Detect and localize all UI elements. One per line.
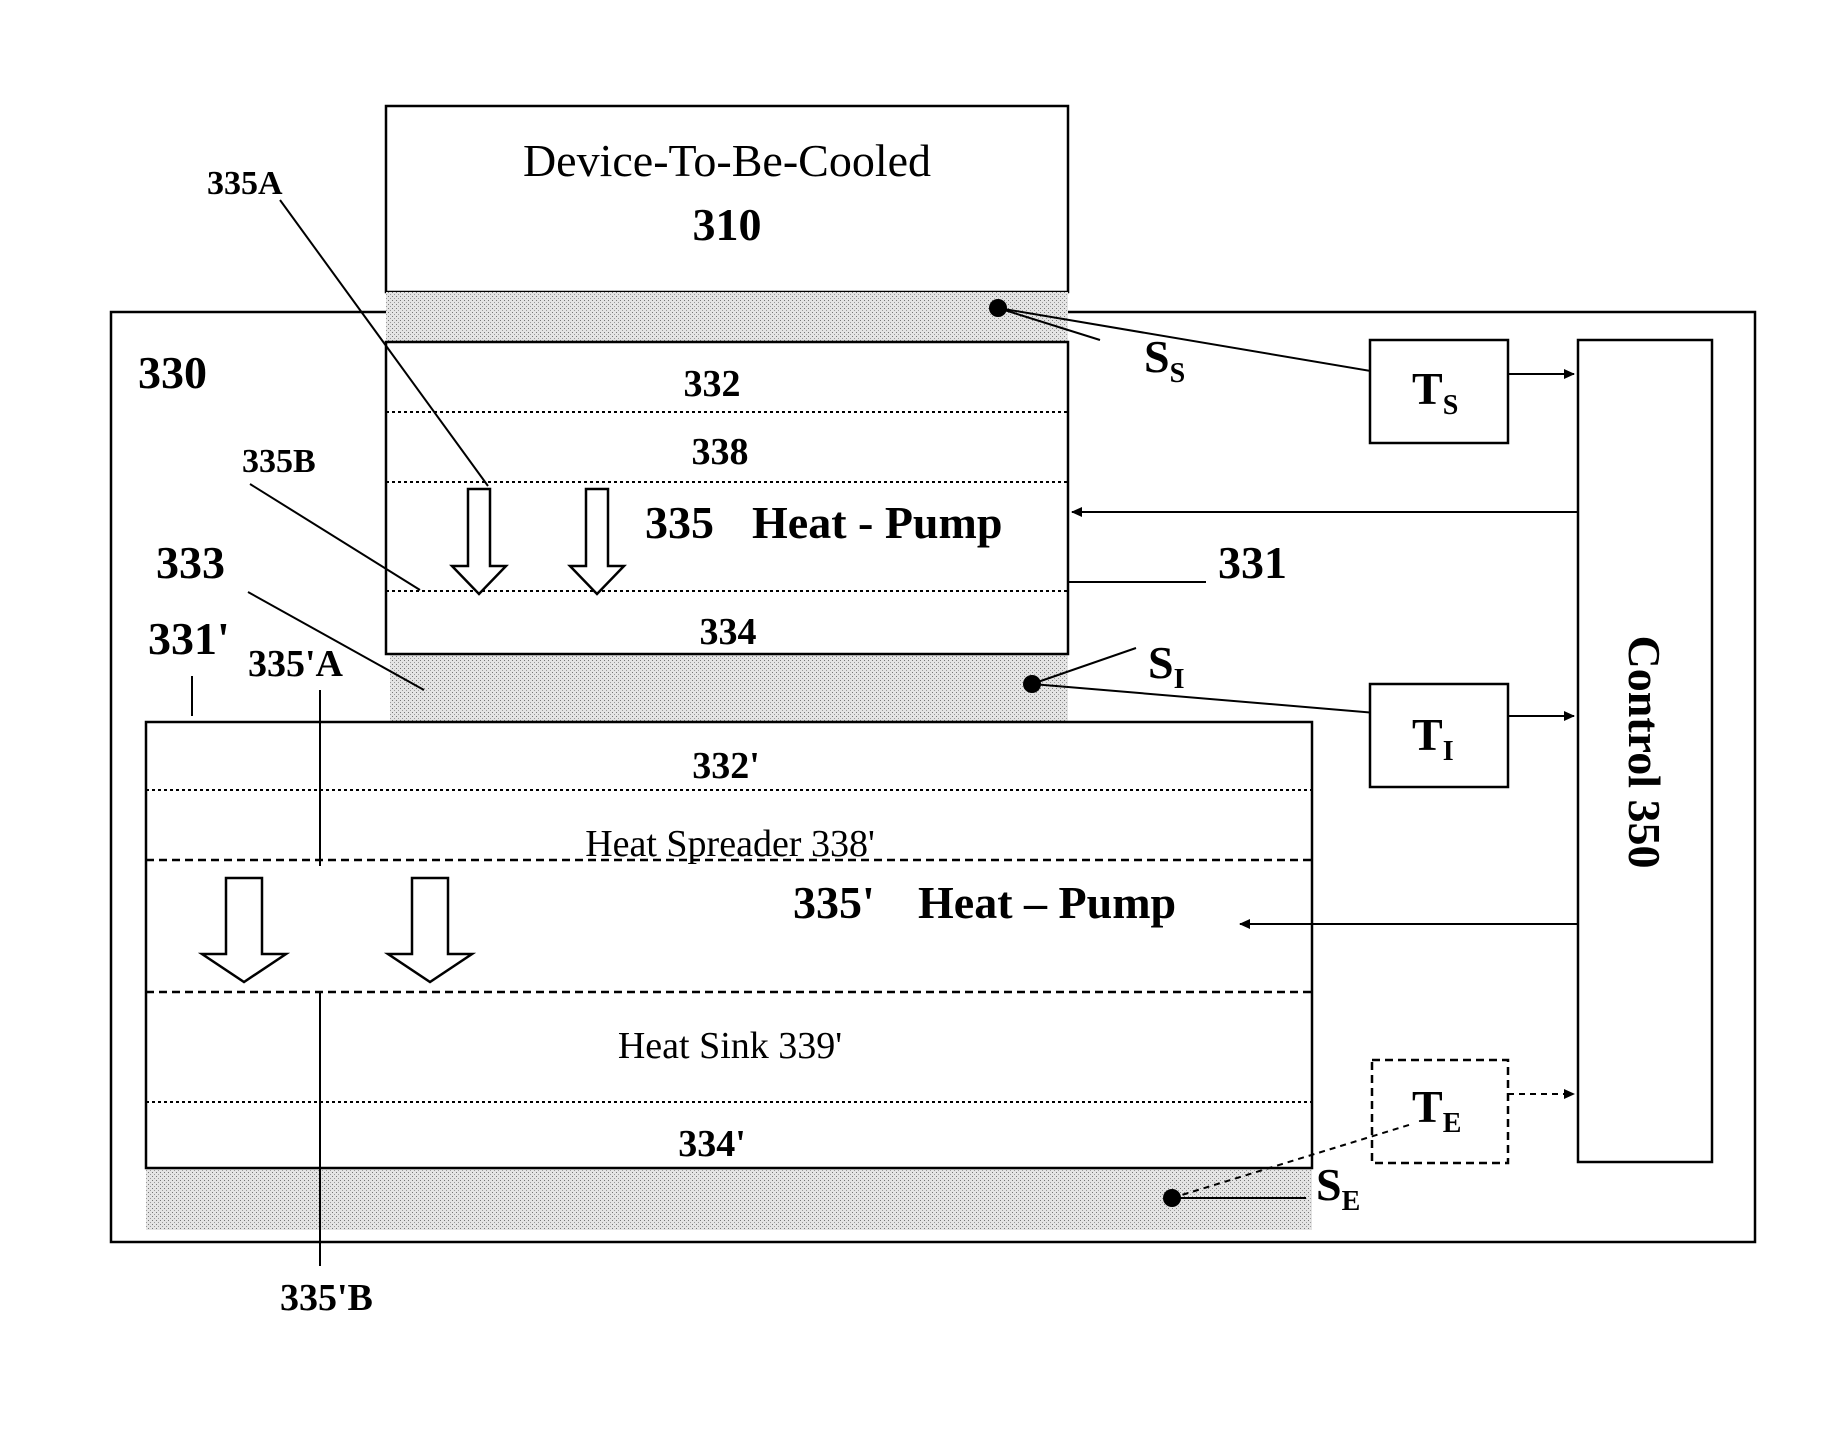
label-333: 333 [156,537,225,588]
sensor-ss-label: SS [1144,331,1185,389]
stage1-layer-334: 334 [700,611,757,653]
device-name: Device-To-Be-Cooled [523,135,931,186]
control-label: Control 350 [1619,636,1670,869]
thermal-layer-interface [390,654,1068,722]
stage2-layer-334p: 334' [678,1123,746,1165]
label-335a: 335A [207,165,283,202]
temp-te-label: TE [1412,1081,1461,1139]
label-335a-prime: 335'A [248,643,344,685]
thermal-layer-top [386,292,1068,342]
sensor-se-label: SE [1316,1159,1360,1217]
wire-si-to-ti [1032,684,1412,716]
stage1-layer-332: 332 [684,363,741,405]
stage2-heat-spreader: Heat Spreader 338' [585,823,875,865]
stage1-heat-pump-number: 335 [645,497,714,548]
sensor-si-label: SI [1148,637,1185,695]
label-335b: 335B [242,443,316,480]
label-331: 331 [1218,537,1287,588]
stage1-layer-338: 338 [692,431,749,473]
module-label-330: 330 [138,347,207,398]
stage2-heat-pump-label: Heat – Pump [918,877,1176,928]
label-331-prime: 331' [148,613,230,664]
stage2-layer-332p: 332' [692,745,760,787]
stage1-heat-pump-label: Heat - Pump [752,497,1002,548]
label-335b-prime: 335'B [280,1277,373,1319]
stage2-heat-sink: Heat Sink 339' [618,1025,842,1067]
stage2-heat-pump-number: 335' [793,877,875,928]
device-number: 310 [693,199,762,250]
